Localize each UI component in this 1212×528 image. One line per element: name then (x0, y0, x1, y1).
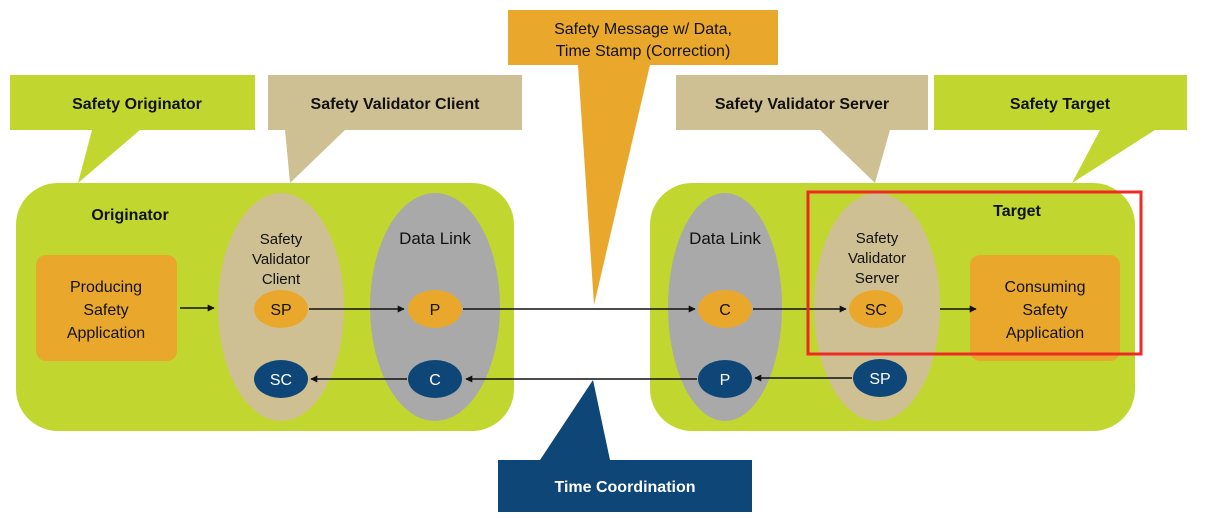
callout-time-coordination-label: Time Coordination (554, 479, 695, 496)
highlight-box (806, 190, 1143, 356)
validator-client-line-1: Safety (260, 231, 303, 248)
originator-node-sp-label: SP (270, 302, 291, 319)
callout-safety-validator-client: Safety Validator Client (268, 75, 522, 183)
callout-safety-validator-client-label: Safety Validator Client (311, 96, 481, 113)
target-node-sc-label: SC (865, 302, 887, 319)
target-node-c: C (698, 290, 752, 328)
callout-safety-originator-label: Safety Originator (72, 96, 202, 113)
consuming-application-box: Consuming Safety Application (970, 255, 1120, 361)
validator-server-line-2: Validator (848, 250, 906, 267)
target-panel: Target Data Link Safety Validator Server… (650, 183, 1135, 431)
callout-safety-target-label: Safety Target (1010, 96, 1111, 113)
target-node-p: P (698, 360, 752, 398)
originator-node-c-label: C (429, 372, 441, 389)
consuming-application-line-3: Application (1006, 325, 1084, 342)
originator-node-p-label: P (430, 302, 441, 319)
validator-server-line-3: Server (855, 270, 899, 287)
consuming-application-line-1: Consuming (1005, 279, 1086, 296)
callout-safety-validator-server: Safety Validator Server (676, 75, 928, 183)
consuming-application-line-2: Safety (1022, 302, 1067, 319)
originator-node-c: C (408, 360, 462, 398)
target-data-link-label: Data Link (689, 229, 761, 248)
target-node-sc: SC (849, 290, 903, 328)
originator-node-p: P (408, 290, 462, 328)
target-node-sp: SP (853, 359, 907, 397)
validator-client-line-3: Client (262, 271, 301, 288)
callout-safety-validator-server-label: Safety Validator Server (715, 96, 889, 113)
target-title: Target (993, 203, 1041, 220)
callout-safety-originator: Safety Originator (10, 75, 255, 183)
callout-safety-message: Safety Message w/ Data, Time Stamp (Corr… (508, 10, 778, 305)
validator-client-line-2: Validator (252, 251, 310, 268)
producing-application-line-2: Safety (83, 302, 128, 319)
originator-node-sc-label: SC (270, 372, 292, 389)
target-node-sp-label: SP (869, 371, 890, 388)
originator-data-link-label: Data Link (399, 229, 471, 248)
validator-server-line-1: Safety (856, 230, 899, 247)
target-node-p-label: P (720, 372, 731, 389)
producing-application-line-3: Application (67, 325, 145, 342)
producing-application-box: Producing Safety Application (36, 255, 177, 361)
callout-safety-message-line-2: Time Stamp (Correction) (556, 43, 731, 60)
originator-title: Originator (91, 207, 168, 224)
arrows (180, 304, 977, 383)
originator-node-sc: SC (254, 360, 308, 398)
callout-time-coordination: Time Coordination (498, 380, 752, 512)
producing-application-line-1: Producing (70, 279, 142, 296)
target-node-c-label: C (719, 302, 731, 319)
callout-safety-message-line-1: Safety Message w/ Data, (554, 21, 732, 38)
callout-safety-target: Safety Target (934, 75, 1187, 183)
originator-panel: Originator Producing Safety Application … (16, 183, 514, 431)
originator-node-sp: SP (254, 290, 308, 328)
